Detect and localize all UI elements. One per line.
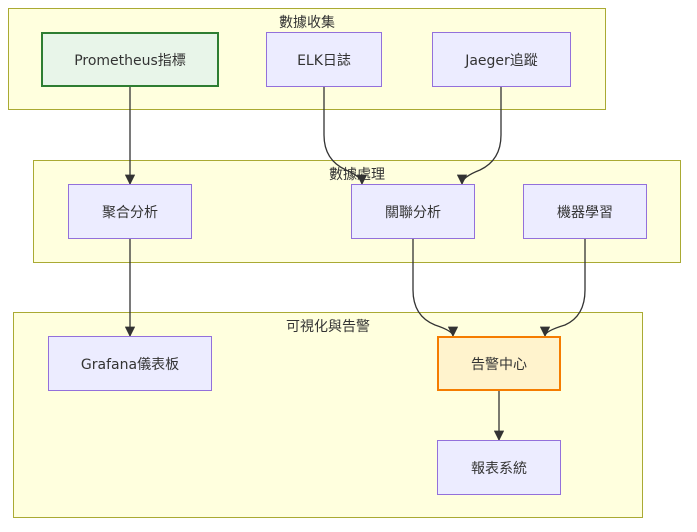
node-label-grafana: Grafana儀表板 (80, 356, 180, 373)
node-machine-learning[interactable]: 機器學習 (523, 184, 647, 239)
cluster-title-visualization: 可視化與告警 (286, 319, 370, 335)
cluster-title-collection: 數據收集 (279, 15, 335, 31)
node-label-jaeger: Jaeger追蹤 (465, 52, 538, 69)
node-elk-logs[interactable]: ELK日誌 (266, 32, 382, 87)
node-alert-center[interactable]: 告警中心 (437, 336, 561, 391)
node-jaeger-tracing[interactable]: Jaeger追蹤 (432, 32, 571, 87)
node-label-report: 報表系統 (471, 460, 527, 477)
node-label-alert-center: 告警中心 (471, 356, 527, 373)
node-grafana-dashboard[interactable]: Grafana儀表板 (48, 336, 212, 391)
node-correlation-analysis[interactable]: 關聯分析 (351, 184, 475, 239)
node-aggregate-analysis[interactable]: 聚合分析 (68, 184, 192, 239)
node-label-elk: ELK日誌 (297, 52, 351, 69)
node-label-correlate: 關聯分析 (385, 204, 441, 221)
node-label-ml: 機器學習 (557, 204, 613, 221)
node-prometheus-metrics[interactable]: Prometheus指標 (41, 32, 219, 87)
node-report-system[interactable]: 報表系統 (437, 440, 561, 495)
cluster-title-processing: 數據處理 (329, 167, 385, 183)
node-label-aggregate: 聚合分析 (102, 204, 158, 221)
node-label-prometheus: Prometheus指標 (74, 52, 186, 69)
